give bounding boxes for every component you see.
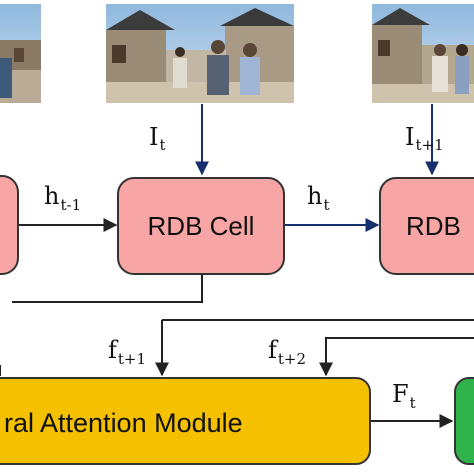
feature-line-left <box>12 274 203 303</box>
right-photo <box>372 4 474 103</box>
rdb-box-left <box>0 175 19 275</box>
rdb-box-right <box>379 177 474 275</box>
attention-module-label: ral Attention Module <box>4 408 243 438</box>
label-fused: Ft <box>392 380 416 412</box>
label-input-t: It <box>149 123 166 154</box>
label-feat-t1: ft+1 <box>108 336 146 368</box>
rdb-right-label: RDB <box>406 211 461 241</box>
left-photo <box>0 4 41 103</box>
center-photo <box>106 4 294 103</box>
feature-arrow-t2 <box>319 337 474 377</box>
attention-module-box <box>0 377 371 465</box>
label-input-t1: It+1 <box>405 123 444 154</box>
label-hidden-prev: ht-1 <box>44 182 81 214</box>
label-hidden-cur: ht <box>307 182 330 214</box>
output-box <box>454 377 474 465</box>
label-feat-t2: ft+2 <box>268 336 306 368</box>
rdb-cell-label: RDB Cell <box>148 211 255 241</box>
